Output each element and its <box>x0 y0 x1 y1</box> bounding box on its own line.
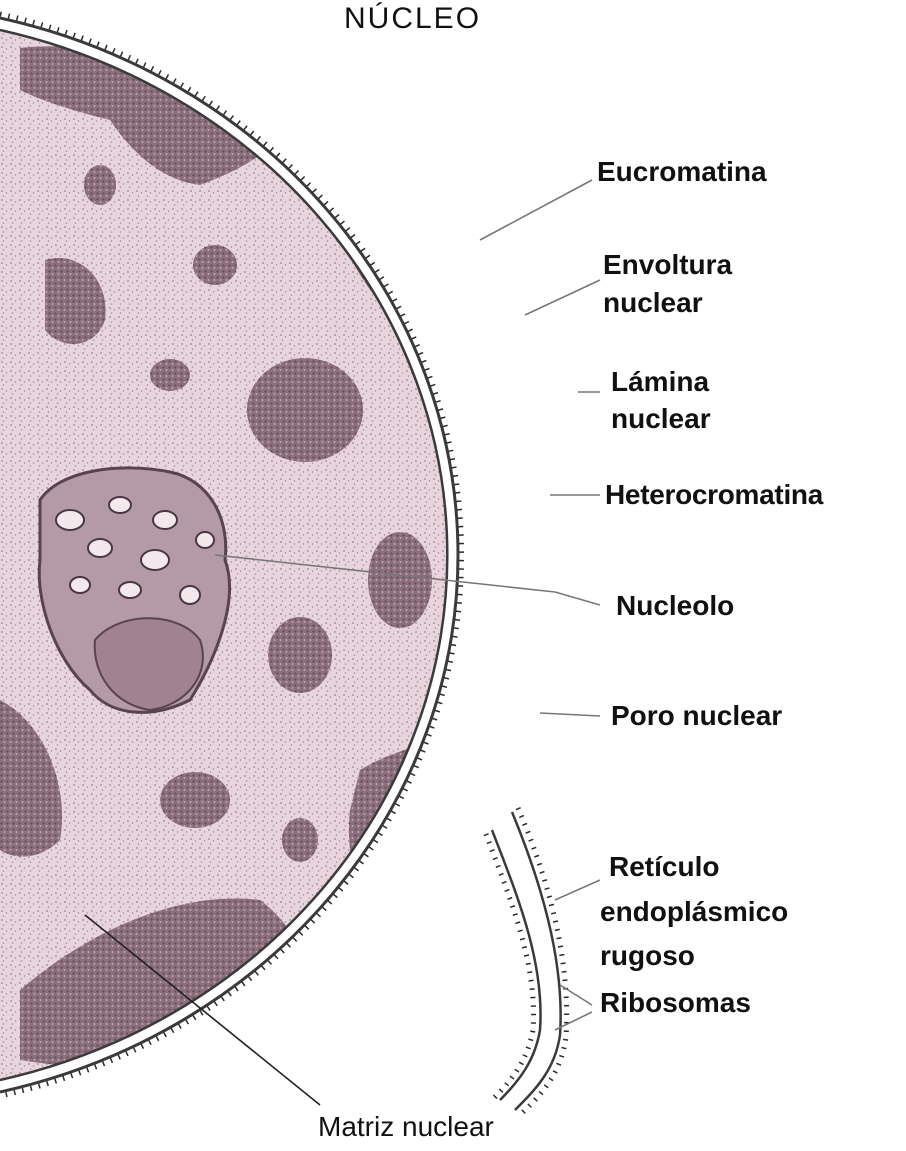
heterochromatin-small-6 <box>84 165 116 205</box>
leader-eucromatina <box>480 180 592 240</box>
leader-nucleolo-b <box>555 592 600 605</box>
label-reticulo-3: rugoso <box>600 939 695 973</box>
label-poro-nuclear: Poro nuclear <box>611 699 782 733</box>
leader-reticulo <box>555 880 600 900</box>
label-matriz-nuclear: Matriz nuclear <box>318 1110 494 1144</box>
leader-poro <box>540 713 600 716</box>
heterochromatin-small-4 <box>193 245 237 285</box>
heterochromatin-small-5 <box>150 359 190 391</box>
label-lamina-nuclear-2: nuclear <box>611 402 711 436</box>
heterochromatin-center <box>247 358 363 462</box>
heterochromatin-bottom-right <box>349 736 525 950</box>
label-envoltura-nuclear-2: nuclear <box>603 286 703 320</box>
label-ribosomas: Ribosomas <box>600 986 751 1020</box>
diagram-title: NÚCLEO <box>344 2 481 36</box>
label-nucleolo: Nucleolo <box>616 589 734 623</box>
label-lamina-nuclear-1: Lámina <box>611 365 709 399</box>
leader-envoltura <box>525 280 600 315</box>
label-envoltura-nuclear-1: Envoltura <box>603 248 732 282</box>
label-heterocromatina: Heterocromatina <box>605 478 823 512</box>
leader-ribosomas <box>560 985 592 1005</box>
heterochromatin-mid <box>368 532 432 628</box>
heterochromatin-right-lower <box>469 595 550 695</box>
heterochromatin-small-2 <box>160 772 230 828</box>
heterochromatin-small-1 <box>268 617 332 693</box>
label-reticulo-2: endoplásmico <box>600 895 788 929</box>
label-reticulo-1: Retículo <box>609 850 719 884</box>
label-eucromatina: Eucromatina <box>597 155 767 189</box>
heterochromatin-small-3 <box>282 818 318 862</box>
